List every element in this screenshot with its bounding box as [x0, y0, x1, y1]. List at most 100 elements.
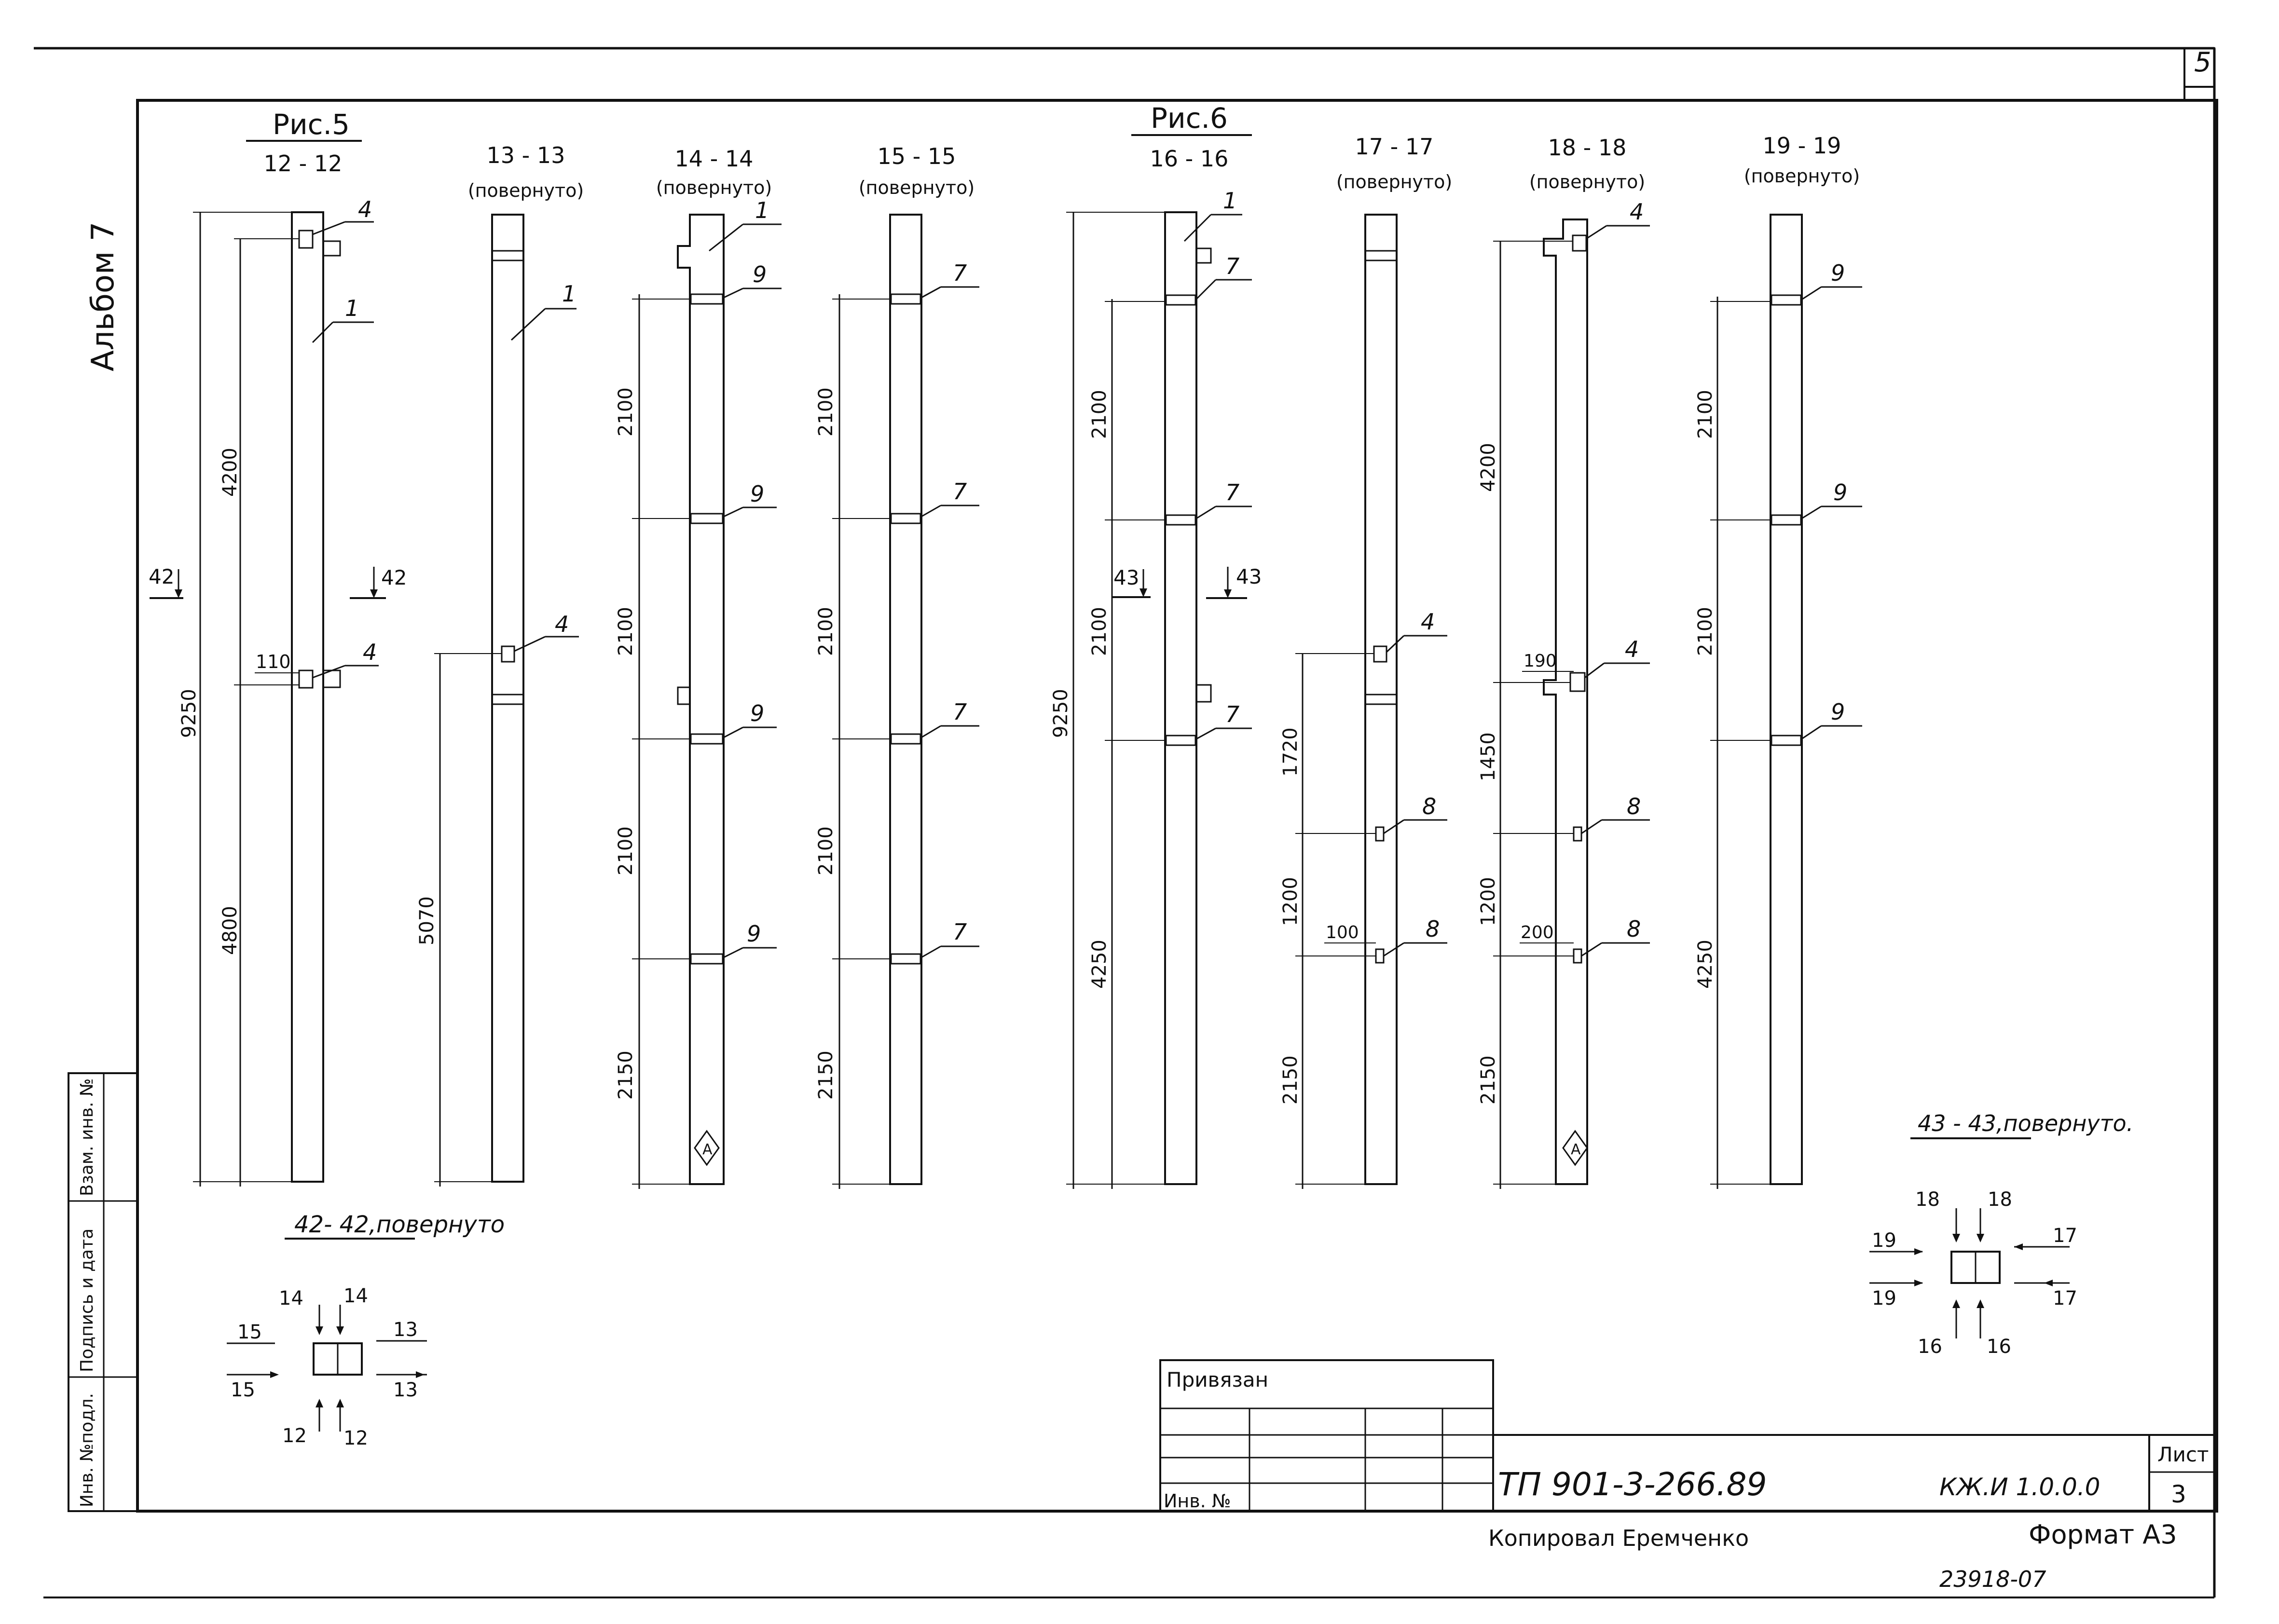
mark-19-bottom: 19	[1872, 1287, 1896, 1310]
sheet-label: Лист	[2157, 1443, 2209, 1466]
section-13-title: 13 - 13	[487, 142, 565, 168]
dim-14-d3: 2100	[615, 826, 637, 875]
callout-13-1: 1	[562, 281, 576, 307]
section-18-title: 18 - 18	[1548, 135, 1627, 161]
page-number: 5	[2194, 47, 2211, 78]
dim-19-d3: 4250	[1694, 940, 1716, 989]
section-18-drawing: 4200 1450 1200 2150 190 200 4 4 8 8 А	[1477, 199, 1650, 1189]
mark-a-14: А	[702, 1141, 713, 1158]
mark-12-left: 12	[282, 1425, 307, 1447]
mark-12-right: 12	[343, 1427, 368, 1449]
dim-18-offset1: 190	[1524, 651, 1557, 671]
callout-18-8b: 8	[1627, 916, 1641, 942]
mark-42-right: 42	[381, 566, 407, 589]
dim-14-d1: 2100	[615, 387, 637, 437]
section-13-note: (повернуто)	[468, 180, 584, 201]
dim-17-offset: 100	[1326, 923, 1359, 942]
dim-16-total: 9250	[1050, 689, 1072, 738]
inv-label: Инв. №	[1164, 1490, 1231, 1512]
project-code: ТП 901-3-266.89	[1498, 1466, 1767, 1503]
callout-14-9b: 9	[750, 481, 764, 507]
side-stamp: Инв. №подл. Подпись и дата Взам. инв. №	[68, 1072, 138, 1512]
callout-18-8a: 8	[1627, 793, 1641, 819]
callout-14-9c: 9	[750, 700, 764, 726]
sheet-value: 3	[2171, 1480, 2186, 1508]
section-17-title: 17 - 17	[1355, 134, 1434, 160]
callout-15-7d: 7	[953, 919, 967, 945]
mark-16-left: 16	[1918, 1336, 1942, 1358]
callout-18-4a: 4	[1630, 199, 1644, 225]
section-15-drawing: 2100 2100 2100 2150 7 7 7 7	[815, 214, 979, 1189]
section-16-drawing: 9250 2100 2100 4250 1 7 7 7 43 43	[1050, 188, 1262, 1189]
format-label: Формат А3	[2029, 1519, 2177, 1550]
bound-label: Привязан	[1167, 1368, 1268, 1392]
mark-15-top: 15	[237, 1321, 262, 1343]
archive-number: 23918-07	[1939, 1566, 2046, 1592]
album-label: Альбом 7	[85, 222, 121, 371]
stamp-signature-date: Подпись и дата	[77, 1228, 97, 1372]
dim-16-d2: 2100	[1088, 607, 1111, 656]
sub-view-43: 43 - 43,повернуто. 18 18 16 16 19 19 17 …	[1869, 1110, 2133, 1358]
callout-17-4: 4	[1421, 609, 1435, 635]
callout-15-7c: 7	[953, 699, 967, 725]
dim-18-d2: 1450	[1477, 732, 1499, 781]
mark-18-right: 18	[1988, 1188, 2012, 1211]
mark-18-left: 18	[1915, 1188, 1940, 1211]
dim-18-d1: 4200	[1477, 443, 1499, 492]
section-14-title: 14 - 14	[675, 146, 754, 172]
callout-19-9a: 9	[1831, 260, 1845, 286]
drawing-code: КЖ.И 1.0.0.0	[1939, 1473, 2100, 1501]
callout-14-9d: 9	[747, 921, 761, 947]
dim-12-offset: 110	[256, 651, 291, 672]
title-block: Привязан Инв. № ТП 901-3-266.89 КЖ.И 1.0…	[1159, 1359, 2218, 1592]
figure-5-title: Рис.5	[273, 108, 350, 141]
callout-14-9a: 9	[753, 261, 767, 287]
dim-12-upper: 4200	[219, 448, 241, 497]
dim-15-d2: 2100	[815, 607, 837, 656]
mark-16-right: 16	[1987, 1336, 2011, 1358]
callout-13-4: 4	[555, 611, 569, 637]
figure-6-title: Рис.6	[1151, 102, 1228, 135]
section-19-title: 19 - 19	[1763, 133, 1841, 159]
callout-19-9b: 9	[1833, 479, 1847, 505]
dim-12-total: 9250	[178, 689, 200, 738]
section-14-drawing: 2100 2100 2100 2150 1 9 9 9 9 А	[615, 197, 782, 1189]
section-14-note: (повернуто)	[656, 177, 772, 198]
dim-16-d3: 4250	[1088, 940, 1111, 989]
mark-13-bottom: 13	[393, 1379, 418, 1401]
stamp-inv-original: Инв. №подл.	[77, 1393, 97, 1507]
dim-19-d2: 2100	[1694, 607, 1716, 656]
figure-titles: Рис.5 Рис.6	[246, 102, 1252, 142]
section-15-note: (повернуто)	[859, 177, 975, 198]
mark-13-top: 13	[393, 1319, 418, 1341]
section-12-drawing: 9250 4200 4800 110 4 1 4 42 42	[149, 196, 407, 1187]
dim-16-d1: 2100	[1088, 390, 1111, 439]
callout-17-8a: 8	[1422, 793, 1436, 819]
section-12-title: 12 - 12	[264, 150, 343, 177]
section-17-note: (повернуто)	[1336, 171, 1452, 192]
mark-17-top: 17	[2053, 1225, 2077, 1247]
callout-15-7a: 7	[953, 260, 967, 286]
mark-19-top: 19	[1872, 1229, 1896, 1252]
dim-18-d3: 1200	[1477, 877, 1499, 926]
stamp-replaced-inv: Взам. инв. №	[77, 1078, 97, 1196]
dim-18-d4: 2150	[1477, 1055, 1499, 1105]
callout-12-4a: 4	[358, 196, 372, 222]
dim-13-total: 5070	[416, 896, 438, 945]
dim-15-d4: 2150	[815, 1051, 837, 1100]
callout-15-7b: 7	[953, 478, 967, 505]
sub-view-43-title: 43 - 43,повернуто.	[1918, 1110, 2133, 1136]
callout-16-7c: 7	[1225, 701, 1239, 727]
section-16-title: 16 - 16	[1150, 146, 1229, 172]
mark-17-bottom: 17	[2053, 1287, 2077, 1310]
mark-15-bottom: 15	[231, 1379, 255, 1401]
mark-a-18: А	[1571, 1141, 1581, 1158]
dim-17-d1: 1720	[1279, 727, 1302, 777]
callout-12-1: 1	[345, 295, 359, 321]
section-13-drawing: 5070 4 1	[416, 214, 579, 1187]
dim-17-d3: 2150	[1279, 1055, 1302, 1105]
dim-18-offset2: 200	[1521, 923, 1554, 942]
callout-16-7b: 7	[1225, 479, 1239, 505]
callout-18-4b: 4	[1625, 636, 1639, 662]
